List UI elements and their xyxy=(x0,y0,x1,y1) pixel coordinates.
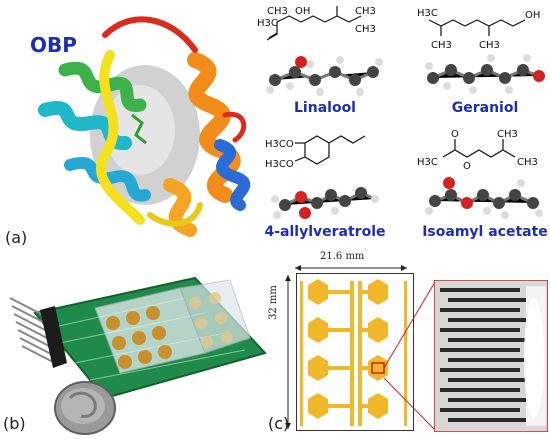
isoamyl-acetate-structure: O H3C O CH3 CH3 xyxy=(417,129,538,172)
panel-label-a: (a) xyxy=(5,228,28,247)
geraniol-ball-model xyxy=(425,54,545,94)
height-dimension-arrow xyxy=(285,275,291,429)
height-dimension-label: 32 mm xyxy=(268,285,279,320)
sensor-board-photo xyxy=(9,276,267,435)
panel-label-b: (b) xyxy=(3,414,26,433)
geraniol-text-ch3-b: CH3 xyxy=(479,40,500,51)
geraniol-name: Geraniol xyxy=(451,100,519,116)
allylveratrole-structure: H3CO H3CO xyxy=(265,135,366,170)
allylveratrole-ball-model xyxy=(271,187,379,219)
geraniol-text-ch3: CH3 xyxy=(431,40,452,51)
linalool-structure: H3C CH3 OH CH3 CH3 xyxy=(257,6,376,41)
linalool-name: Linalool xyxy=(294,100,356,116)
isoamyl-text-ch3: CH3 xyxy=(497,129,518,140)
allylveratrole-name: 4-allylveratrole xyxy=(264,224,386,240)
width-dimension-arrow xyxy=(295,265,407,271)
geraniol-text-oh: OH xyxy=(525,10,540,21)
linalool-ball-model xyxy=(266,56,383,96)
isoamyl-acetate-ball-model xyxy=(425,177,543,219)
protein-label: OBP xyxy=(30,33,77,57)
linalool-text-h3c: H3C xyxy=(257,18,278,29)
geraniol-text-h3c: H3C xyxy=(417,8,438,19)
isoamyl-text-h3c: H3C xyxy=(417,157,438,168)
linalool-text-ch3: CH3 xyxy=(267,6,288,17)
isoamyl-text-o-b: O xyxy=(463,161,471,172)
isoamyl-acetate-name: Isoamyl acetate xyxy=(422,224,548,240)
allylveratrole-text-h3co-b: H3CO xyxy=(265,159,294,170)
linalool-text-oh: OH xyxy=(295,6,310,17)
linalool-text-ch3-c: CH3 xyxy=(355,6,376,17)
isoamyl-text-o: O xyxy=(451,129,459,140)
zoom-connector-lines xyxy=(383,281,436,431)
geraniol-structure: H3C CH3 CH3 OH xyxy=(417,8,540,51)
protein-ribbon-illustration xyxy=(38,16,251,237)
width-dimension-label: 21.6 mm xyxy=(320,251,365,262)
electrode-micrograph xyxy=(434,280,548,432)
allylveratrole-text-h3co: H3CO xyxy=(265,139,294,150)
linalool-text-ch3-b: CH3 xyxy=(355,24,376,35)
panel-label-c: (c) xyxy=(268,414,290,433)
isoamyl-text-ch3-b: CH3 xyxy=(517,157,538,168)
